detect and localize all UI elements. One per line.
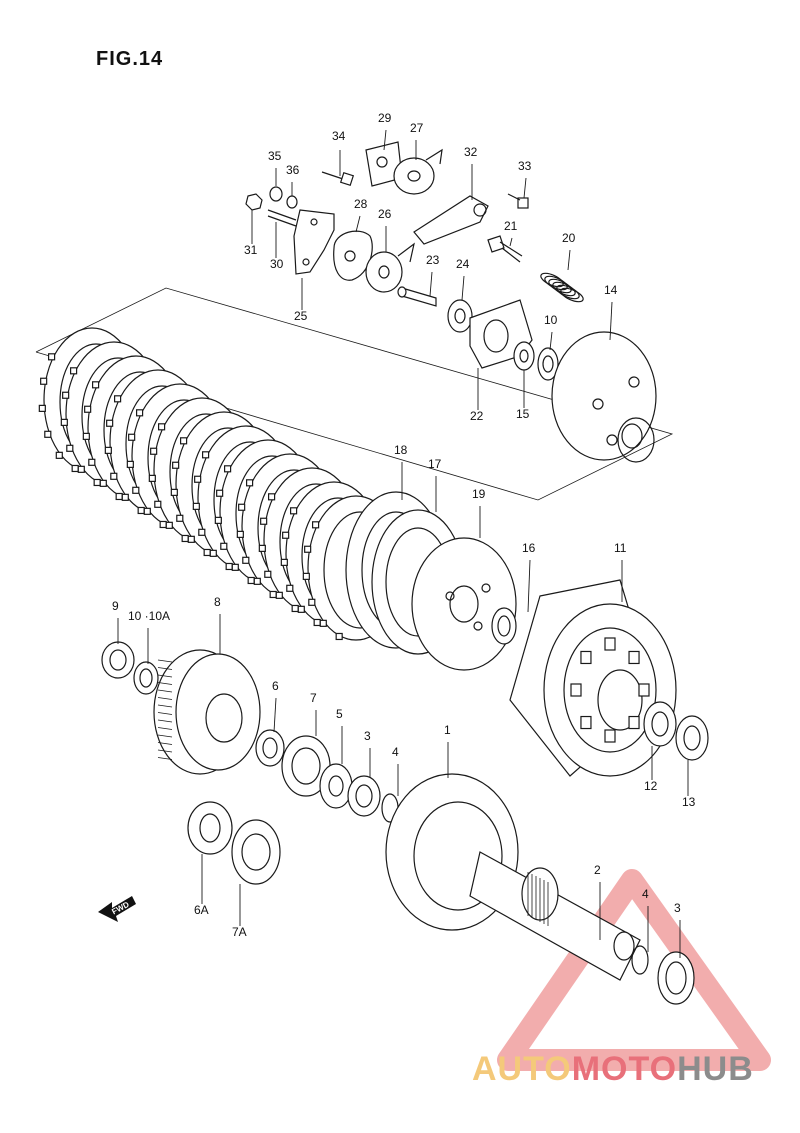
callout-c20: 20 xyxy=(562,231,576,245)
callout-c31: 31 xyxy=(244,243,258,257)
callout-c3a: 3 xyxy=(364,729,371,743)
leader-c24 xyxy=(461,275,465,301)
callout-c24: 24 xyxy=(456,257,470,271)
callout-c5: 5 xyxy=(336,707,343,721)
watermark-triangle xyxy=(497,869,771,1071)
callout-c30: 30 xyxy=(270,257,284,271)
callout-c10a: 10 xyxy=(544,313,558,327)
callout-c23: 23 xyxy=(426,253,440,267)
pressure-assembly xyxy=(345,491,709,777)
callout-c21: 21 xyxy=(504,219,518,233)
callout-c1: 1 xyxy=(444,723,451,737)
callout-c15: 15 xyxy=(516,407,530,421)
figure-title: FIG.14 xyxy=(96,48,164,70)
leader-c14 xyxy=(609,301,613,341)
callout-c25: 25 xyxy=(294,309,308,323)
callout-c2: 2 xyxy=(594,863,601,877)
callout-c18: 18 xyxy=(394,443,408,457)
callout-c17: 17 xyxy=(428,457,442,471)
callout-c10b: 10 ·10A xyxy=(128,609,170,623)
primary-drum-shaft xyxy=(385,773,695,1005)
leader-c28 xyxy=(355,215,361,233)
leader-c21 xyxy=(509,237,513,247)
callout-c32: 32 xyxy=(464,145,478,159)
leader-c23 xyxy=(429,271,433,297)
callout-c19: 19 xyxy=(472,487,486,501)
callout-c36: 36 xyxy=(286,163,300,177)
callout-c26: 26 xyxy=(378,207,392,221)
callout-c34: 34 xyxy=(332,129,346,143)
callout-c9: 9 xyxy=(112,599,119,613)
callout-c6: 6 xyxy=(272,679,279,693)
leader-c33 xyxy=(523,177,527,199)
leader-c6 xyxy=(273,697,277,733)
callout-c13: 13 xyxy=(682,795,696,809)
leader-lines xyxy=(117,129,689,958)
plate-set-bracket xyxy=(35,287,674,501)
callout-c7: 7 xyxy=(310,691,317,705)
callout-c11: 11 xyxy=(614,541,627,555)
leader-c10a xyxy=(549,331,553,351)
callout-c14: 14 xyxy=(604,283,618,297)
callout-c4a: 4 xyxy=(392,745,399,759)
primary-gear-assembly xyxy=(101,641,399,885)
callout-c29: 29 xyxy=(378,111,392,125)
callout-c3b: 3 xyxy=(674,901,681,915)
callout-c27: 27 xyxy=(410,121,424,135)
bracket-25 xyxy=(293,209,335,275)
watermark-text: AUTOMOTOHUB xyxy=(472,1050,754,1088)
forward-arrow-icon: FWD xyxy=(98,896,136,922)
callout-c4b: 4 xyxy=(642,887,649,901)
leader-c29 xyxy=(383,129,387,151)
callout-c22: 22 xyxy=(470,409,484,423)
callout-c7a: 7A xyxy=(232,925,247,939)
callout-c12: 12 xyxy=(644,779,658,793)
callout-c35: 35 xyxy=(268,149,282,163)
callout-c16: 16 xyxy=(522,541,536,555)
release-mechanism xyxy=(245,141,657,463)
callout-c33: 33 xyxy=(518,159,532,173)
callout-c28: 28 xyxy=(354,197,368,211)
callout-c6a: 6A xyxy=(194,903,209,917)
callout-c8: 8 xyxy=(214,595,221,609)
leader-c20 xyxy=(567,249,571,271)
leader-c16 xyxy=(527,559,531,613)
